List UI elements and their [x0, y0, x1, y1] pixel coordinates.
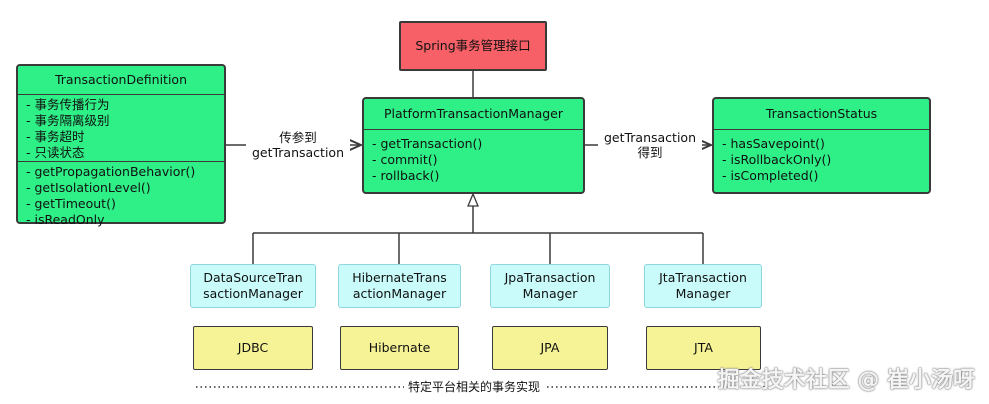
platform-transaction-manager-title: PlatformTransactionManager	[383, 106, 564, 121]
impl-box-datasource: DataSourceTran sactionManager	[190, 264, 316, 308]
impl-label-line2: Manager	[522, 286, 578, 301]
definition-method: - getIsolationLevel()	[26, 180, 151, 195]
impl-label-line1: HibernateTrans	[352, 270, 447, 285]
transaction-status-title: TransactionStatus	[765, 106, 878, 121]
status-edge-label-line1: getTransaction	[603, 130, 697, 145]
impl-label-line2: actionManager	[352, 286, 447, 301]
definition-attribute: - 只读状态	[26, 145, 85, 160]
footer-label: 特定平台相关的事务实现	[404, 380, 545, 395]
impl-label-line1: JtaTransaction	[659, 270, 747, 285]
manager-method: - getTransaction()	[372, 136, 483, 151]
platform-label: Hibernate	[368, 340, 431, 355]
platform-box-jdbc: JDBC	[193, 326, 313, 370]
definition-methods: - getPropagationBehavior() - getIsolatio…	[18, 161, 224, 228]
spring-interface-box: Spring事务管理接口	[399, 21, 547, 71]
transaction-definition-title: TransactionDefinition	[54, 72, 188, 87]
definition-method: - getPropagationBehavior()	[26, 164, 196, 179]
transaction-status-box: TransactionStatus - hasSavepoint() - isR…	[712, 97, 931, 194]
platform-label: JPA	[540, 340, 560, 355]
spring-interface-label: Spring事务管理接口	[415, 38, 531, 53]
transaction-definition-box: TransactionDefinition - 事务传播行为 - 事务隔离级别 …	[16, 64, 226, 227]
manager-method: - rollback()	[372, 168, 440, 183]
platform-label: JDBC	[237, 340, 269, 355]
watermark: 掘金技术社区 @ 崔小汤呀	[717, 368, 975, 393]
platform-label: JTA	[694, 340, 713, 355]
definition-attribute: - 事务隔离级别	[26, 113, 110, 128]
impl-label-line2: Manager	[675, 286, 731, 301]
manager-method: - commit()	[372, 152, 438, 167]
definition-attribute: - 事务超时	[26, 129, 85, 144]
platform-transaction-manager-box: PlatformTransactionManager - getTransact…	[362, 97, 585, 194]
platform-box-hibernate: Hibernate	[340, 326, 459, 370]
definition-edge-label: 传参到 getTransaction	[246, 130, 350, 160]
definition-attribute: - 事务传播行为	[26, 97, 110, 112]
platform-box-jta: JTA	[646, 326, 761, 370]
status-methods: - hasSavepoint() - isRollbackOnly() - is…	[714, 129, 929, 184]
status-method: - isRollbackOnly()	[722, 152, 832, 167]
manager-methods: - getTransaction() - commit() - rollback…	[364, 129, 583, 184]
status-edge-label: getTransaction 得到	[598, 130, 702, 160]
definition-edge-label-line1: 传参到	[279, 130, 317, 145]
definition-method: - isReadOnly	[26, 212, 105, 227]
status-method: - isCompleted()	[722, 168, 819, 183]
impl-box-hibernate: HibernateTrans actionManager	[338, 264, 461, 308]
definition-attributes: - 事务传播行为 - 事务隔离级别 - 事务超时 - 只读状态	[18, 94, 224, 161]
impl-box-jta: JtaTransaction Manager	[644, 264, 762, 308]
impl-label-line1: DataSourceTran	[203, 270, 303, 285]
impl-box-jpa: JpaTransaction Manager	[490, 264, 610, 308]
inheritance-triangle	[467, 192, 479, 207]
platform-box-jpa: JPA	[492, 326, 608, 370]
status-method: - hasSavepoint()	[722, 136, 825, 151]
status-edge-label-line2: 得到	[637, 145, 663, 160]
definition-edge-label-line2: getTransaction	[251, 145, 345, 160]
definition-method: - getTimeout()	[26, 196, 116, 211]
impl-label-line1: JpaTransaction	[504, 270, 596, 285]
impl-label-line2: sactionManager	[203, 286, 303, 301]
